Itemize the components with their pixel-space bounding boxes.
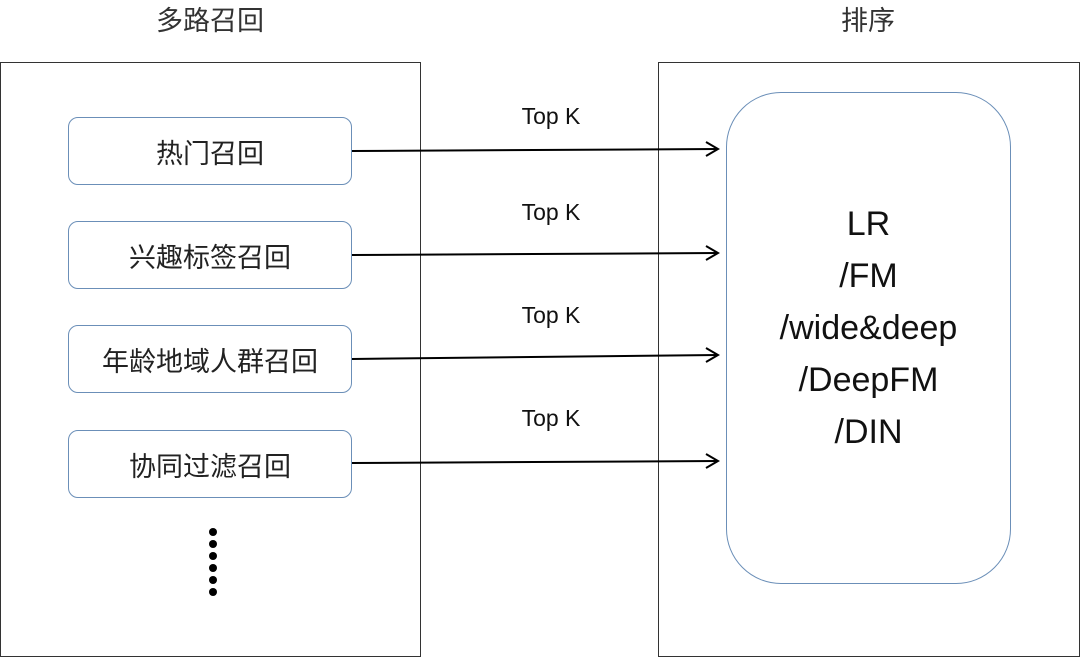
recall-box-label: 兴趣标签召回 [129, 242, 291, 274]
arrow-line [351, 354, 719, 360]
edge-label-topk: Top K [521, 405, 581, 431]
recall-box-label: 协同过滤召回 [129, 451, 291, 483]
arrowhead [705, 453, 720, 469]
recall-heading: 多路召回 [156, 6, 264, 37]
ranking-models-box: LR /FM /wide&deep /DeepFM /DIN [726, 92, 1011, 584]
arrow-line [351, 460, 719, 464]
ranking-heading: 排序 [841, 6, 895, 37]
arrow-line [351, 252, 719, 256]
arrowhead [705, 245, 720, 261]
model-lr: LR [846, 205, 891, 243]
model-deepfm: /DeepFM [798, 361, 939, 399]
edge-label-topk: Top K [521, 302, 581, 328]
model-fm: /FM [839, 257, 898, 295]
model-din: /DIN [834, 413, 903, 451]
recall-box-label: 热门召回 [156, 138, 264, 170]
arrowhead [705, 141, 720, 157]
model-wide-deep: /wide&deep [779, 309, 958, 347]
arrow-line [351, 148, 719, 152]
recall-box-age-region: 年龄地域人群召回 [68, 325, 352, 393]
recall-box-label: 年龄地域人群召回 [102, 346, 318, 378]
edge-label-topk: Top K [521, 199, 581, 225]
arrowhead [705, 347, 720, 363]
model-list: LR /FM /wide&deep /DeepFM /DIN [727, 198, 1010, 458]
recall-box-interest-tag: 兴趣标签召回 [68, 221, 352, 289]
recall-box-hot: 热门召回 [68, 117, 352, 185]
recall-box-collaborative-filtering: 协同过滤召回 [68, 430, 352, 498]
edge-label-topk: Top K [521, 103, 581, 129]
more-sources-ellipsis [207, 528, 219, 604]
